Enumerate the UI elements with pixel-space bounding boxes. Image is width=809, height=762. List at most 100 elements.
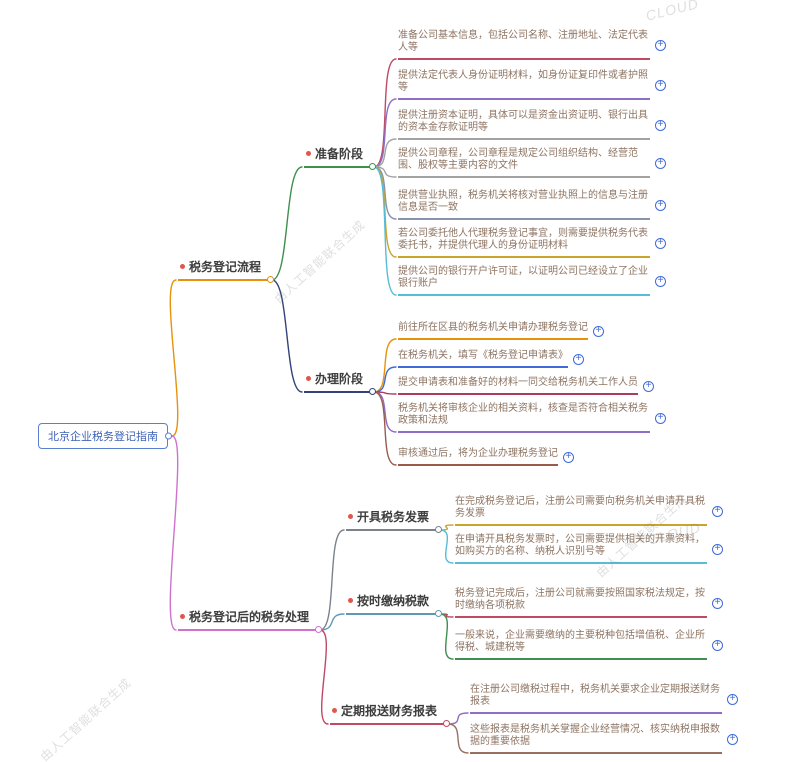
leaf-text: 税务登记完成后，注册公司就需要按照国家税法规定，按时缴纳各项税款 (455, 588, 707, 618)
connector-port[interactable] (165, 432, 172, 440)
leaf-text: 提供公司章程，公司章程是规定公司组织结构、经营范围、股权等主要内容的文件 (398, 148, 650, 178)
add-node-icon[interactable]: + (655, 157, 666, 169)
leaf-text: 提供法定代表人身份证明材料，如身份证复印件或者护照等 (398, 70, 650, 100)
add-node-icon[interactable]: + (727, 693, 738, 705)
add-node-icon[interactable]: + (563, 451, 574, 463)
branch-node-b1c2[interactable]: 办理阶段 (304, 370, 377, 395)
connector-port[interactable] (369, 163, 377, 170)
leaf-node[interactable]: 这些报表是税务机关掌握企业经营情况、核实纳税申报数据的重要依据+ (470, 724, 738, 754)
connector-line (319, 529, 345, 631)
add-node-icon[interactable]: + (655, 237, 666, 249)
leaf-text: 税务机关将审核企业的相关资料，核查是否符合相关税务政策和法规 (398, 403, 650, 433)
branch-node-b2[interactable]: 税务登记后的税务处理 (178, 608, 323, 633)
node-marker-icon (306, 151, 311, 156)
leaf-node[interactable]: 提交申请表和准备好的材料一同交给税务机关工作人员 + (398, 377, 654, 395)
connector-line (319, 629, 329, 725)
leaf-node[interactable]: 审核通过后，将为企业办理税务登记 + (398, 448, 574, 466)
add-node-icon[interactable]: + (655, 199, 666, 211)
branch-text: 按时缴纳税款 (357, 594, 430, 608)
connector-line (447, 712, 469, 725)
add-node-icon[interactable]: + (712, 505, 723, 517)
branch-node-b2c3[interactable]: 定期报送财务报表 (330, 702, 451, 727)
branch-node-b2c2[interactable]: 按时缴纳税款 (346, 592, 443, 617)
branch-text: 准备阶段 (315, 147, 364, 161)
branch-node-b1[interactable]: 税务登记流程 (178, 258, 275, 283)
leaf-node[interactable]: 若公司委托他人代理税务登记事宜，则需要提供税务代表委托书，并提供代理人的身份证明… (398, 228, 666, 258)
leaf-text: 准备公司基本信息，包括公司名称、注册地址、法定代表人等 (398, 30, 650, 60)
add-node-icon[interactable]: + (655, 119, 666, 131)
leaf-node[interactable]: 在税务机关，填写《税务登记申请表》 + (398, 350, 584, 368)
root-node[interactable]: 北京企业税务登记指南 (38, 423, 172, 449)
leaf-text: 在申请开具税务发票时，公司需要提供相关的开票资料，如购买方的名称、纳税人识别号等 (455, 534, 707, 564)
node-label: 开具税务发票 (346, 508, 443, 533)
leaf-node[interactable]: 一般来说，企业需要缴纳的主要税种包括增值税、企业所得税、城建税等 + (455, 630, 723, 660)
add-node-icon[interactable]: + (655, 275, 666, 287)
branch-node-b1c1[interactable]: 准备阶段 (304, 145, 377, 170)
add-node-icon[interactable]: + (712, 597, 723, 609)
leaf-node[interactable]: 提供公司的银行开户许可证，以证明公司已经设立了企业银行账户 + (398, 266, 666, 296)
branch-node-b2c1[interactable]: 开具税务发票 (346, 508, 443, 533)
connector-port[interactable] (267, 276, 275, 283)
leaf-node[interactable]: 在注册公司缴税过程中，税务机关要求企业定期报送财务报表 + (470, 684, 738, 714)
leaf-text: 提供注册资本证明，具体可以是资金出资证明、银行出具的资本金存款证明等 (398, 110, 650, 140)
connector-line (169, 435, 179, 631)
leaf-node[interactable]: 在申请开具税务发票时，公司需要提供相关的开票资料，如购买方的名称、纳税人识别号等… (455, 534, 723, 564)
leaf-text: 审核通过后，将为企业办理税务登记 (398, 448, 558, 466)
leaf-node[interactable]: 提供法定代表人身份证明材料，如身份证复印件或者护照等 + (398, 70, 666, 100)
node-marker-icon (180, 264, 185, 269)
connector-line (319, 613, 345, 631)
leaf-node[interactable]: 准备公司基本信息，包括公司名称、注册地址、法定代表人等 + (398, 30, 666, 60)
node-marker-icon (306, 376, 311, 381)
add-node-icon[interactable]: + (655, 412, 666, 424)
leaf-node[interactable]: 提供注册资本证明，具体可以是资金出资证明、银行出具的资本金存款证明等 + (398, 110, 666, 140)
node-label: 定期报送财务报表 (330, 702, 451, 727)
leaf-text: 若公司委托他人代理税务登记事宜，则需要提供税务代表委托书，并提供代理人的身份证明… (398, 228, 650, 258)
leaf-text: 提供公司的银行开户许可证，以证明公司已经设立了企业银行账户 (398, 266, 650, 296)
add-node-icon[interactable]: + (712, 543, 723, 555)
leaf-node[interactable]: 提供公司章程，公司章程是规定公司组织结构、经营范围、股权等主要内容的文件 + (398, 148, 666, 178)
leaf-node[interactable]: 提供营业执照，税务机关将核对营业执照上的信息与注册信息是否一致+ (398, 190, 666, 220)
connector-line (373, 58, 397, 168)
branch-text: 开具税务发票 (357, 510, 430, 524)
add-node-icon[interactable]: + (593, 325, 604, 337)
add-node-icon[interactable]: + (712, 639, 723, 651)
add-node-icon[interactable]: + (655, 39, 666, 51)
connector-line (373, 166, 397, 296)
leaf-text: 前往所在区县的税务机关申请办理税务登记 (398, 322, 588, 340)
node-label: 税务登记流程 (178, 258, 275, 283)
connector-line (373, 338, 397, 393)
branch-text: 税务登记流程 (189, 260, 262, 274)
connector-port[interactable] (369, 388, 377, 395)
connector-line (439, 613, 454, 660)
connector-line (373, 166, 397, 220)
leaf-node[interactable]: 税务登记完成后，注册公司就需要按照国家税法规定，按时缴纳各项税款 + (455, 588, 723, 618)
node-label: 税务登记后的税务处理 (178, 608, 323, 633)
add-node-icon[interactable]: + (573, 353, 584, 365)
node-marker-icon (348, 598, 353, 603)
leaf-text: 在税务机关，填写《税务登记申请表》 (398, 350, 568, 368)
leaf-node[interactable]: 前往所在区县的税务机关申请办理税务登记 + (398, 322, 604, 340)
leaf-text: 提交申请表和准备好的材料一同交给税务机关工作人员 (398, 377, 638, 395)
add-node-icon[interactable]: + (727, 733, 738, 745)
add-node-icon[interactable]: + (655, 79, 666, 91)
connector-line (373, 138, 397, 168)
connector-port[interactable] (443, 720, 451, 727)
leaf-node[interactable]: 税务机关将审核企业的相关资料，核查是否符合相关税务政策和法规 + (398, 403, 666, 433)
connector-line (447, 723, 469, 754)
connector-line (271, 279, 303, 393)
connector-port[interactable] (435, 526, 443, 533)
leaf-text: 一般来说，企业需要缴纳的主要税种包括增值税、企业所得税、城建税等 (455, 630, 707, 660)
node-marker-icon (348, 514, 353, 519)
connector-port[interactable] (435, 610, 443, 617)
leaf-text: 在注册公司缴税过程中，税务机关要求企业定期报送财务报表 (470, 684, 722, 714)
branch-text: 办理阶段 (315, 372, 364, 386)
add-node-icon[interactable]: + (643, 380, 654, 392)
node-label: 北京企业税务登记指南 (48, 431, 158, 443)
connector-port[interactable] (315, 626, 323, 633)
node-label: 办理阶段 (304, 370, 377, 395)
leaf-text: 在完成税务登记后，注册公司需要向税务机关申请开具税务发票 (455, 496, 707, 526)
leaf-node[interactable]: 在完成税务登记后，注册公司需要向税务机关申请开具税务发票 + (455, 496, 723, 526)
